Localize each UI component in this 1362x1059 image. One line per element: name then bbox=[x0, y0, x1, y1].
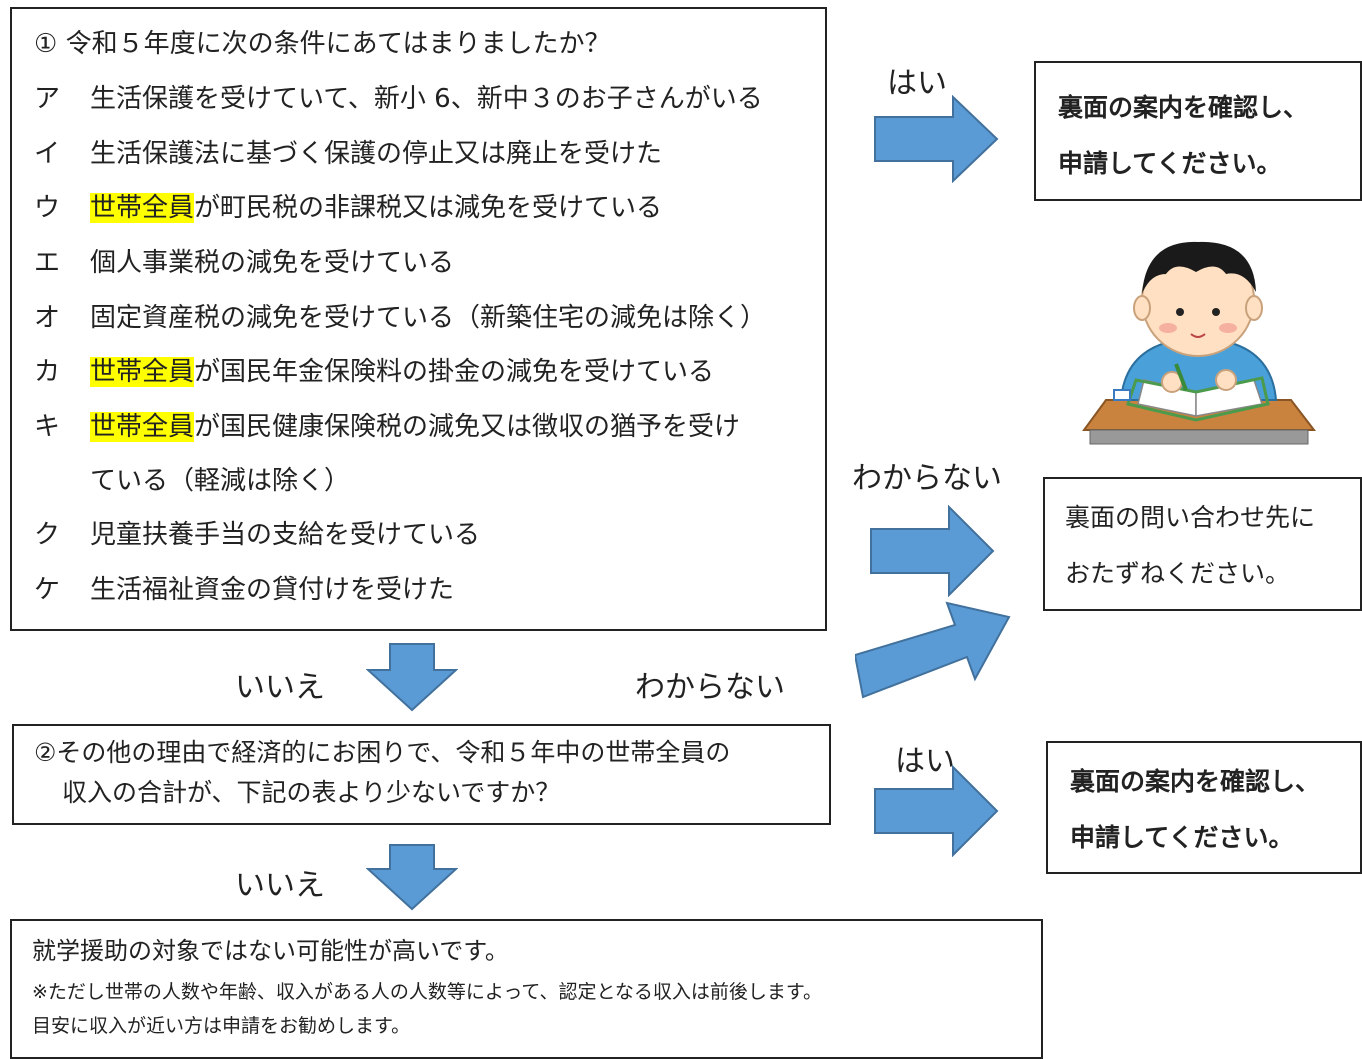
no-label: いいえ bbox=[235, 670, 325, 705]
question2-line1: ②その他の理由で経済的にお困りで、令和５年中の世帯全員の bbox=[34, 738, 731, 767]
highlight-text: 世帯全員 bbox=[90, 412, 195, 442]
condition-item: ク児童扶養手当の支給を受けている bbox=[34, 520, 481, 550]
final-line1: 就学援助の対象ではない可能性が高いです。 bbox=[32, 937, 509, 965]
down-arrow-icon bbox=[366, 843, 458, 911]
unknown-label: わからない bbox=[635, 670, 785, 705]
yes-label: はい bbox=[895, 744, 955, 779]
question2-box: ②その他の理由で経済的にお困りで、令和５年中の世帯全員の 収入の合計が、下記の表… bbox=[12, 724, 831, 825]
unknown-label: わからない bbox=[852, 461, 1002, 496]
condition-item: キ世帯全員が国民健康保険税の減免又は徴収の猶予を受け bbox=[34, 412, 741, 442]
result-apply-line1: 裏面の案内を確認し、 bbox=[1058, 93, 1309, 122]
result-apply-line2: 申請してください。 bbox=[1070, 823, 1294, 852]
final-note-line: 目安に収入が近い方は申請をお勧めします。 bbox=[32, 1015, 411, 1037]
question1-box: ① 令和５年度に次の条件にあてはまりましたか？ ア生活保護を受けていて、新小 6… bbox=[10, 7, 827, 631]
diagonal-arrow-icon bbox=[855, 597, 1015, 702]
condition-item: ウ世帯全員が町民税の非課税又は減免を受けている bbox=[34, 193, 663, 223]
highlight-text: 世帯全員 bbox=[90, 193, 195, 223]
question2-line2: 収入の合計が、下記の表より少ないですか？ bbox=[62, 778, 561, 807]
result-contact-line1: 裏面の問い合わせ先に bbox=[1065, 503, 1316, 532]
condition-item: カ世帯全員が国民年金保険料の掛金の減免を受けている bbox=[34, 357, 715, 387]
condition-item-continuation: ている（軽減は除く） bbox=[90, 466, 351, 496]
final-result-box: 就学援助の対象ではない可能性が高いです。 ※ただし世帯の人数や年齢、収入がある人… bbox=[10, 919, 1043, 1059]
result-contact-line2: おたずねください。 bbox=[1065, 559, 1291, 588]
condition-item: イ生活保護法に基づく保護の停止又は廃止を受けた bbox=[34, 139, 663, 169]
result-apply-box: 裏面の案内を確認し、 申請してください。 bbox=[1034, 61, 1362, 201]
highlight-text: 世帯全員 bbox=[90, 357, 195, 387]
yes-label: はい bbox=[887, 66, 947, 101]
result-apply-line2: 申請してください。 bbox=[1058, 149, 1282, 178]
condition-item: ア生活保護を受けていて、新小 6、新中３のお子さんがいる bbox=[34, 84, 763, 114]
right-arrow-icon bbox=[873, 765, 999, 857]
right-arrow-icon bbox=[873, 95, 999, 183]
condition-item: エ個人事業税の減免を受けている bbox=[34, 248, 455, 278]
condition-item: オ固定資産税の減免を受けている（新築住宅の減免は除く） bbox=[34, 303, 767, 333]
result-contact-box: 裏面の問い合わせ先に おたずねください。 bbox=[1043, 477, 1362, 611]
down-arrow-icon bbox=[366, 642, 458, 712]
right-arrow-icon bbox=[869, 505, 995, 597]
no-label: いいえ bbox=[235, 868, 325, 903]
final-note-line: ※ただし世帯の人数や年齢、収入がある人の人数等によって、認定となる収入は前後しま… bbox=[32, 981, 822, 1003]
result-apply-box: 裏面の案内を確認し、 申請してください。 bbox=[1046, 741, 1362, 874]
result-apply-line1: 裏面の案内を確認し、 bbox=[1070, 767, 1321, 796]
condition-item: ケ生活福祉資金の貸付けを受けた bbox=[34, 575, 455, 605]
student-illustration bbox=[1076, 230, 1321, 450]
question1-title: ① 令和５年度に次の条件にあてはまりましたか？ bbox=[34, 29, 611, 59]
